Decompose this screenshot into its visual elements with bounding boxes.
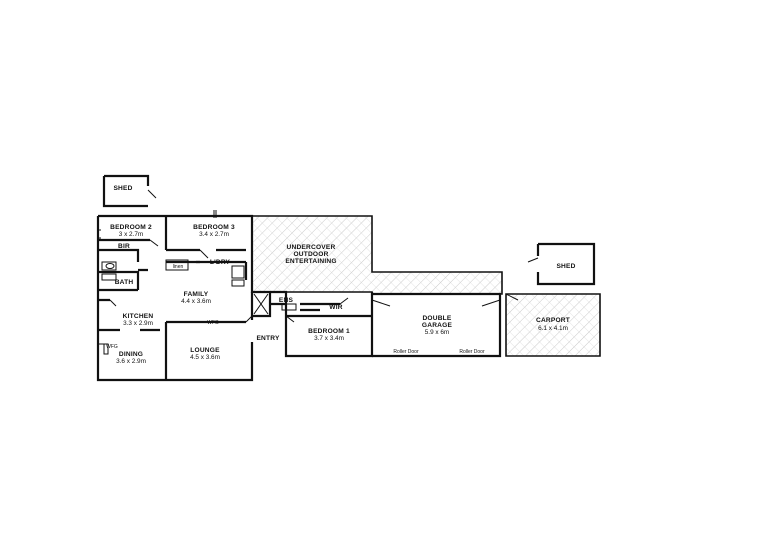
carport: CARPORT 6.1 x 4.1m	[505, 293, 601, 357]
double-garage: DOUBLE GARAGE 5.9 x 6m Roller Door Rolle…	[371, 292, 502, 358]
family-size: 4.4 x 3.6m	[181, 298, 211, 305]
bedroom3-label: BEDROOM 3	[193, 224, 235, 231]
lounge-size: 4.5 x 3.6m	[190, 354, 220, 361]
dining-heater-label: WFG	[106, 344, 118, 350]
outdoor-entertaining-area: UNDERCOVER OUTDOOR ENTERTAINING	[251, 215, 503, 295]
lounge-label: LOUNGE	[190, 347, 220, 354]
outdoor-label-line1: UNDERCOVER	[287, 244, 336, 251]
bedroom-wing: BEDROOM 2 3 x 2.7m BEDROOM 3 3.4 x 2.7m …	[98, 210, 248, 280]
carport-label: CARPORT	[536, 317, 570, 324]
kitchen-size: 3.3 x 2.9m	[123, 320, 153, 327]
carport-size: 6.1 x 4.1m	[538, 325, 568, 332]
shed-right: SHED	[527, 242, 596, 286]
bedroom2-label: BEDROOM 2	[110, 224, 152, 231]
windows	[97, 229, 340, 381]
garage-label-line1: DOUBLE	[422, 315, 451, 322]
linen-label: linen	[173, 264, 184, 270]
master-suite: ENS WIR BEDROOM 1 3.7 x 3.4m	[250, 292, 372, 342]
bath-label: BATH	[115, 279, 134, 286]
family-label: FAMILY	[184, 291, 209, 298]
outdoor-label-line2: OUTDOOR	[293, 251, 328, 258]
roller-door-2-label: Roller Door	[459, 349, 485, 355]
laundry-label: L'DRY	[210, 259, 231, 266]
bedroom1-label: BEDROOM 1	[308, 328, 350, 335]
roller-door-1-label: Roller Door	[393, 349, 419, 355]
entry-label: ENTRY	[256, 335, 280, 342]
bir-label: BIR	[118, 243, 130, 250]
wir-label: WIR	[329, 304, 342, 311]
kitchen-label: KITCHEN	[123, 313, 154, 320]
bedroom1-size: 3.7 x 3.4m	[314, 335, 344, 342]
living-areas: WFG WFG FAMILY 4.4 x 3.6m KITCHEN 3.3 x …	[98, 291, 280, 380]
wet-areas: BATH linen L'DRY	[98, 259, 245, 292]
garage-size: 5.9 x 6m	[425, 329, 450, 336]
ensuite-label: ENS	[279, 297, 294, 304]
shed-left-label: SHED	[113, 185, 132, 192]
shed-right-label: SHED	[556, 263, 575, 270]
bedroom2-size: 3 x 2.7m	[119, 231, 144, 238]
kitchen-heater-label: WFG	[207, 320, 219, 326]
outdoor-label-line3: ENTERTAINING	[285, 258, 336, 265]
dining-size: 3.6 x 2.9m	[116, 358, 146, 365]
dining-label: DINING	[119, 351, 143, 358]
garage-label-line2: GARAGE	[422, 322, 453, 329]
bedroom3-size: 3.4 x 2.7m	[199, 231, 229, 238]
shed-left: SHED	[102, 174, 157, 208]
